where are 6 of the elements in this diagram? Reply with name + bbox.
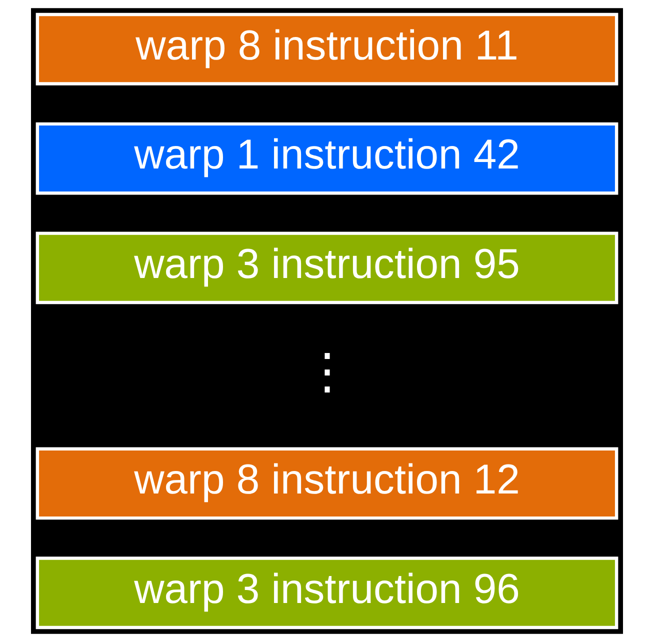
node-box: warp 8 instruction 11 [36, 12, 618, 86]
node-box: warp 1 instruction 42 [36, 122, 618, 195]
node-box: warp 8 instruction 12 [36, 447, 618, 520]
node-box: warp 3 instruction 95 [36, 232, 618, 304]
label: ⋮ [303, 344, 351, 399]
node-box: warp 3 instruction 96 [36, 556, 618, 630]
